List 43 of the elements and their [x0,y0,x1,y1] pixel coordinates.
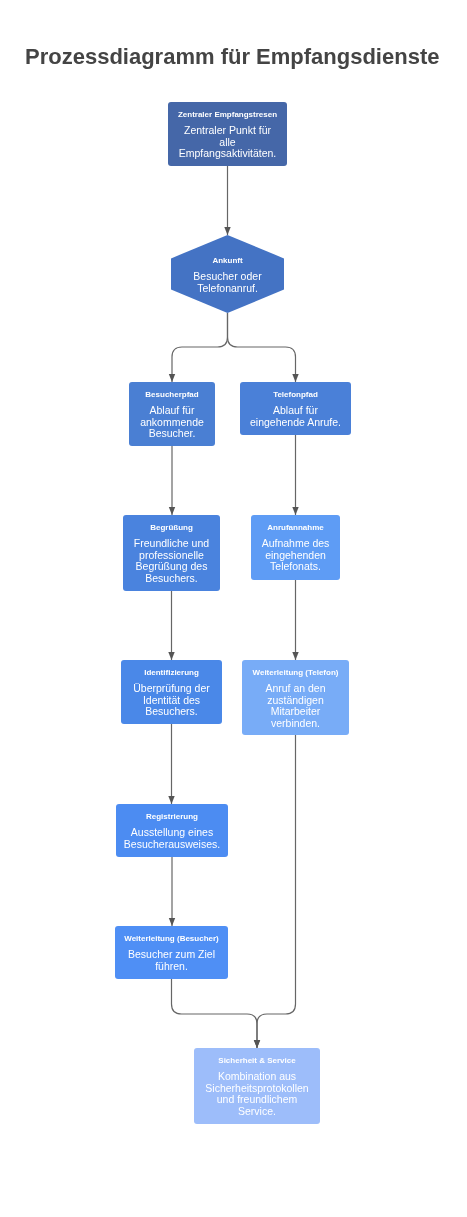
node-text: Besucher oder Telefonanruf. [192,271,263,294]
arrow [224,165,231,236]
process-box [115,926,228,979]
node-text: Kombination aus Sicherheitsprotokollen und freundlichem Service. [204,1071,310,1117]
arrow [168,856,176,927]
node-title: Begrüßung [150,523,193,533]
node-title: Sicherheit & Service [218,1056,296,1066]
arrow [292,434,299,516]
node-text: Ablauf für eingehende Anrufe. [248,405,343,428]
arrow [168,590,175,661]
process-box [123,515,220,591]
node-title: Besucherpfad [145,390,199,400]
node-title: Anrufannahme [267,523,324,533]
process-box [129,382,215,446]
node-title: Ankunft [212,256,243,266]
node-title: Registrierung [146,812,198,822]
node-text: Freundliche und professionelle Begrüßung des Besuchers. [132,538,211,584]
process-box [168,102,287,166]
node-title: Identifizierung [144,668,199,678]
node-title: Zentraler Empfangstresen [177,110,278,120]
node-title: Weiterleitung (Besucher) [124,934,219,944]
arrow [292,579,299,661]
arrow [168,445,176,516]
process-box [116,804,228,857]
process-box [240,382,351,435]
node-text: Ablauf für ankommende Besucher. [139,405,205,440]
arrow [226,312,299,383]
node-title: Weiterleitung (Telefon) [252,668,339,678]
node-text: Zentraler Punkt für alle Empfangsaktivitäten. [178,125,277,160]
diagram-title: Prozessdiagramm für Empfangsdienste [25,44,440,70]
decision-hexagon [171,235,284,313]
node-text: Aufnahme des eingehenden Telefonats. [260,538,331,573]
process-box [242,660,349,735]
arrow [253,734,297,1049]
node-title: Telefonpfad [273,390,318,400]
process-box [194,1048,320,1124]
node-text: Anruf an den zuständigen Mitarbeiter verbinden. [264,683,327,729]
process-box [121,660,222,724]
arrow [168,723,175,805]
node-text: Überprüfung der Identität des Besuchers. [132,683,211,718]
node-text: Besucher zum Ziel führen. [127,949,216,972]
process-box [251,515,340,580]
node-text: Ausstellung eines Besucherausweises. [122,827,222,850]
